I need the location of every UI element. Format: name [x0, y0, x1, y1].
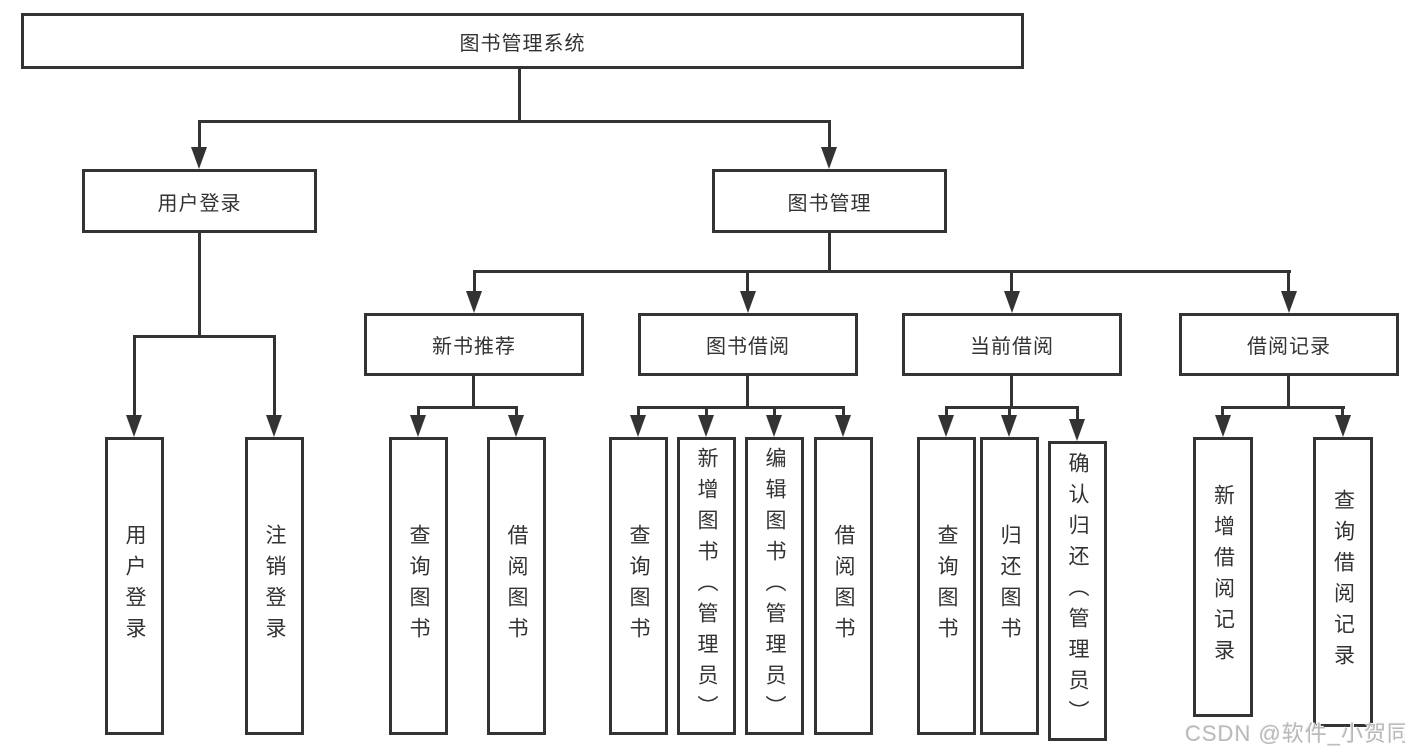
- connector-line: [746, 376, 749, 408]
- arrow-down-icon: [766, 415, 782, 437]
- node-user-login: 用户登录: [82, 169, 317, 233]
- arrow-down-icon: [191, 147, 207, 169]
- leaf-query-books-recommend: 查询图书: [389, 437, 448, 735]
- leaf-label: 归还图书: [998, 524, 1021, 648]
- connector-line: [637, 406, 640, 421]
- node-new-book-recommend: 新书推荐: [364, 313, 584, 376]
- connector-line: [945, 406, 948, 421]
- connector-line: [637, 406, 845, 409]
- connector-line: [133, 335, 136, 420]
- connector-line: [828, 233, 831, 272]
- connector-line: [417, 406, 420, 421]
- arrow-down-icon: [1281, 291, 1297, 313]
- arrow-down-icon: [508, 415, 524, 437]
- connector-line: [705, 406, 708, 421]
- arrow-down-icon: [1215, 415, 1231, 437]
- connector-line: [1341, 406, 1344, 421]
- connector-line: [1010, 270, 1013, 295]
- leaf-query-borrow-record: 查询借阅记录: [1313, 437, 1373, 727]
- leaf-label: 确认归还（管理员）: [1066, 451, 1089, 731]
- connector-line: [828, 120, 831, 150]
- leaf-return-books: 归还图书: [980, 437, 1039, 735]
- connector-line: [773, 406, 776, 421]
- arrow-down-icon: [1335, 415, 1351, 437]
- leaf-label: 查询图书: [407, 524, 430, 648]
- arrow-down-icon: [410, 415, 426, 437]
- arrow-down-icon: [466, 291, 482, 313]
- leaf-add-borrow-record: 新增借阅记录: [1193, 437, 1253, 717]
- leaf-query-books-borrowing: 查询图书: [609, 437, 668, 735]
- connector-line: [1076, 406, 1079, 424]
- leaf-confirm-return-admin: 确认归还（管理员）: [1048, 441, 1107, 741]
- leaf-label: 查询借阅记录: [1331, 489, 1355, 675]
- connector-line: [1287, 270, 1290, 295]
- arrow-down-icon: [835, 415, 851, 437]
- connector-line: [273, 335, 276, 420]
- leaf-borrow-books-borrowing: 借阅图书: [814, 437, 873, 735]
- leaf-logout: 注销登录: [245, 437, 304, 735]
- connector-line: [1287, 376, 1290, 408]
- arrow-down-icon: [740, 291, 756, 313]
- node-book-management: 图书管理: [712, 169, 947, 233]
- arrow-down-icon: [938, 415, 954, 437]
- connector-line: [133, 335, 276, 338]
- leaf-label: 新增借阅记录: [1211, 484, 1235, 670]
- connector-line: [1010, 376, 1013, 408]
- arrow-down-icon: [821, 147, 837, 169]
- arrow-down-icon: [630, 415, 646, 437]
- connector-line: [945, 406, 1079, 409]
- connector-line: [198, 120, 201, 150]
- arrow-down-icon: [698, 415, 714, 437]
- leaf-label: 借阅图书: [832, 524, 855, 648]
- connector-line: [472, 376, 475, 408]
- connector-level2-split: [473, 270, 1291, 273]
- connector-line: [1008, 406, 1011, 421]
- csdn-watermark: CSDN @软件_小贺同学: [1185, 721, 1405, 746]
- leaf-user-login: 用户登录: [105, 437, 164, 735]
- connector-line: [1222, 406, 1345, 409]
- node-borrowing-records: 借阅记录: [1179, 313, 1399, 376]
- leaf-query-books-current: 查询图书: [917, 437, 976, 735]
- node-current-borrowing: 当前借阅: [902, 313, 1122, 376]
- leaf-label: 注销登录: [263, 524, 286, 648]
- connector-level1-split: [198, 120, 831, 123]
- connector-root-stem: [518, 69, 521, 122]
- leaf-label: 借阅图书: [505, 524, 528, 648]
- connector-line: [515, 406, 518, 421]
- connector-line: [746, 270, 749, 295]
- arrow-down-icon: [1004, 291, 1020, 313]
- leaf-label: 用户登录: [123, 524, 146, 648]
- leaf-label: 编辑图书（管理员）: [763, 446, 786, 726]
- connector-line: [842, 406, 845, 421]
- connector-line: [417, 406, 518, 409]
- node-book-borrowing: 图书借阅: [638, 313, 858, 376]
- node-book-management-system: 图书管理系统: [21, 13, 1024, 69]
- leaf-label: 查询图书: [935, 524, 958, 648]
- arrow-down-icon: [126, 415, 142, 437]
- arrow-down-icon: [266, 415, 282, 437]
- leaf-borrow-books-recommend: 借阅图书: [487, 437, 546, 735]
- leaf-label: 查询图书: [627, 524, 650, 648]
- connector-line: [473, 270, 476, 295]
- connector-line: [198, 233, 201, 337]
- arrow-down-icon: [1069, 419, 1085, 441]
- connector-line: [1221, 406, 1224, 421]
- leaf-label: 新增图书（管理员）: [695, 446, 718, 726]
- arrow-down-icon: [1001, 415, 1017, 437]
- leaf-add-books-admin: 新增图书（管理员）: [677, 437, 736, 735]
- leaf-edit-books-admin: 编辑图书（管理员）: [745, 437, 804, 735]
